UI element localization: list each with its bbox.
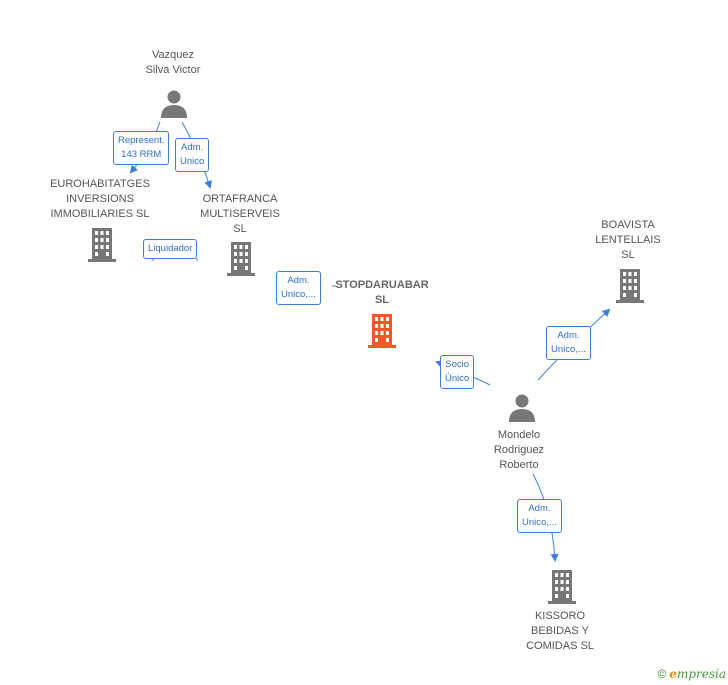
person-icon[interactable] [507, 392, 537, 422]
relation-line: 143 RRM [121, 149, 162, 160]
relation-badge-adm-unico-kissoro[interactable]: Adm. Unico,... [517, 499, 562, 533]
relation-line: Liquidador [148, 243, 193, 254]
person-label-mondelo[interactable]: Mondelo Rodriguez Roberto [469, 428, 569, 473]
relation-badge-socio-unico[interactable]: Socio Único [440, 355, 475, 389]
building-icon[interactable] [225, 242, 257, 276]
relation-line: Unico,... [522, 517, 557, 528]
brand-logo: empresia [669, 667, 726, 681]
label-line: STOPDARUABAR [335, 279, 429, 291]
company-label-eurohabitatges[interactable]: EUROHABITATGES INVERSIONS IMMOBILIARIES … [40, 177, 160, 222]
company-label-stopdaruabar[interactable]: STOPDARUABAR SL [322, 278, 442, 308]
relation-badge-adm-unico-vazquez[interactable]: Adm. Unico [175, 138, 210, 172]
label-line: SL [374, 294, 390, 306]
relation-line: Unico,... [281, 289, 316, 300]
label-line: Rodriguez [493, 444, 545, 456]
label-line: LENTELLAIS [595, 234, 661, 246]
label-line: Silva Victor [145, 64, 201, 76]
relation-badge-adm-unico-boavista[interactable]: Adm. Unico,... [546, 326, 591, 360]
relation-line: Adm. [528, 503, 551, 514]
relation-line: Único [445, 373, 470, 384]
label-line: BEBIDAS Y [531, 625, 589, 637]
relation-badge-liquidador[interactable]: Liquidador [143, 239, 198, 259]
brand-rest: mpresia [676, 667, 726, 681]
label-line: Roberto [499, 459, 539, 471]
relation-line: Socio [445, 359, 470, 370]
relation-line: Unico [180, 156, 205, 167]
relation-line: Adm. [181, 142, 204, 153]
footer-brand[interactable]: © empresia [657, 667, 726, 681]
label-line: SL [621, 249, 635, 261]
focus-building-icon[interactable] [366, 314, 398, 348]
relation-line: Unico,... [551, 344, 586, 355]
label-line: ORTAFRANCA [202, 193, 278, 205]
building-icon[interactable] [546, 570, 578, 604]
relation-line: Adm. [557, 330, 580, 341]
relation-line: Represent. [118, 135, 165, 146]
person-icon[interactable] [159, 88, 189, 118]
label-line: BOAVISTA [601, 219, 655, 231]
label-line: MULTISERVEIS [200, 208, 280, 220]
label-line: SL [233, 223, 247, 235]
label-line: INVERSIONS [66, 193, 134, 205]
company-label-boavista[interactable]: BOAVISTA LENTELLAIS SL [578, 218, 678, 263]
brand-initial: e [669, 667, 677, 681]
label-line: EUROHABITATGES [50, 178, 150, 190]
label-line: IMMOBILIARIES SL [50, 208, 150, 220]
building-icon[interactable] [86, 228, 118, 262]
label-line: Vazquez [152, 49, 194, 61]
relation-line: Adm. [287, 275, 310, 286]
company-label-kissoro[interactable]: KISSORO BEBIDAS Y COMIDAS SL [510, 609, 610, 654]
company-label-ortafranca[interactable]: ORTAFRANCA MULTISERVEIS SL [180, 192, 300, 237]
label-line: Mondelo [497, 429, 541, 441]
copyright-icon: © [657, 667, 667, 681]
label-line: KISSORO [534, 610, 586, 622]
relation-badge-adm-unico-stop[interactable]: Adm. Unico,... [276, 271, 321, 305]
relation-badge-represent[interactable]: Represent. 143 RRM [113, 131, 170, 165]
building-icon[interactable] [614, 269, 646, 303]
person-label-vazquez[interactable]: Vazquez Silva Victor [123, 48, 223, 78]
label-line: COMIDAS SL [526, 640, 594, 652]
